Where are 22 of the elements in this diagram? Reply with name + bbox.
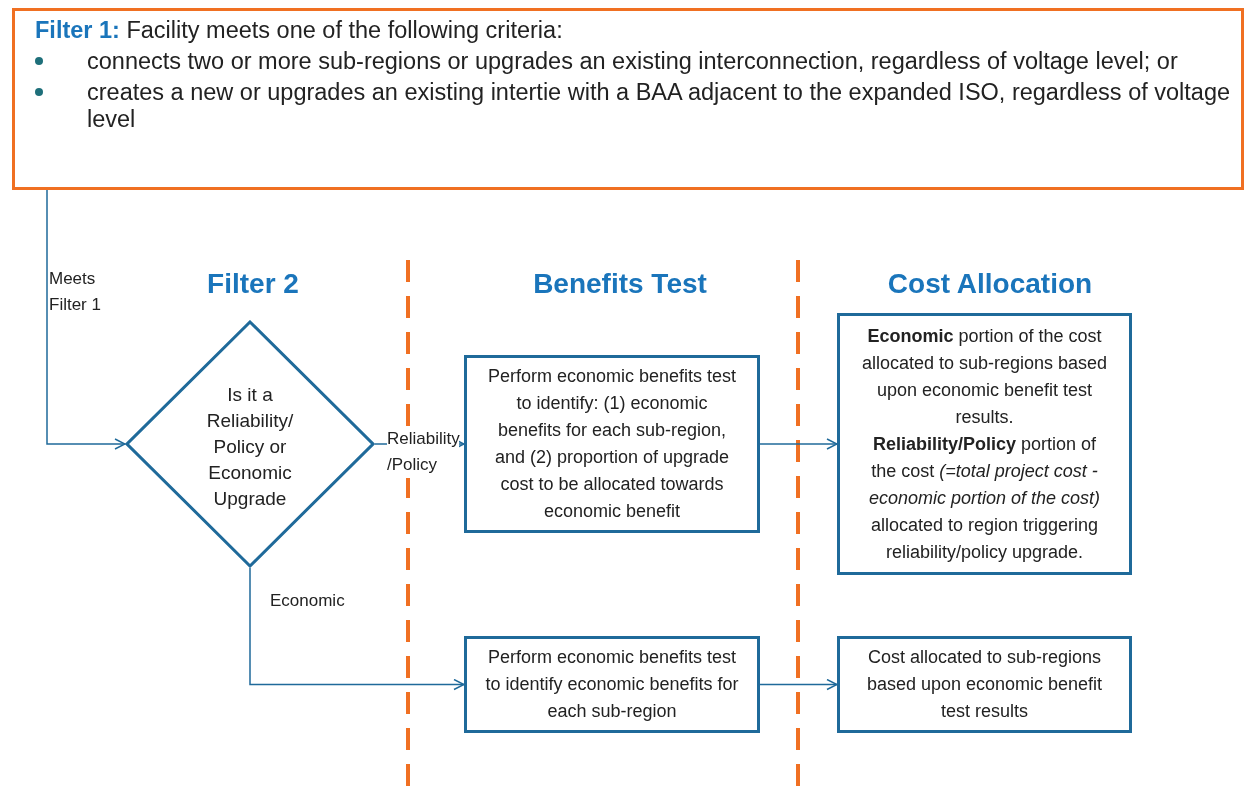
process-text: Reliability/Policy portion of the cost (=total project cost - economic portion of the cost) allocated to region triggering reliability/policy upgrade. [867, 432, 1102, 564]
criteria-text: connects two or more sub-regions or upgrades an existing interconnection, regardless of voltage level; or [87, 48, 1178, 75]
process-box [464, 355, 760, 533]
arrow [759, 438, 838, 450]
process-text: Perform economic benefits test to identify economic benefits for each sub-region [485, 646, 739, 723]
criteria-box [12, 8, 1244, 190]
column-heading: Filter 2 [207, 268, 299, 300]
arrow [46, 189, 126, 450]
criteria-text: creates a new or upgrades an existing intertie with a BAA adjacent to the expanded ISO, regardless of voltage level [87, 79, 1231, 133]
process-box [464, 636, 760, 733]
arrow [249, 567, 465, 691]
decision-diamond [125, 320, 375, 568]
column-heading: Cost Allocation [887, 268, 1093, 300]
process-box [837, 313, 1132, 575]
arrow [759, 678, 838, 691]
process-text: Perform economic benefits test to identify: (1) economic benefits for each sub-region, and (2) proportion of upgrade cost to be allocated towards economic benefit [486, 365, 738, 523]
process-text: Economic portion of the cost allocated to sub-regions based upon economic benefit test results. [860, 324, 1109, 429]
process-box [837, 636, 1132, 733]
criteria-heading: Filter 1: Facility meets one of the following criteria: [35, 17, 564, 44]
process-text: Cost allocated to sub-regions based upon economic benefit test results [865, 646, 1104, 723]
column-heading: Benefits Test [533, 268, 707, 300]
decision-text: Is it a Reliability/ Policy or Economic Upgrade [205, 383, 295, 511]
